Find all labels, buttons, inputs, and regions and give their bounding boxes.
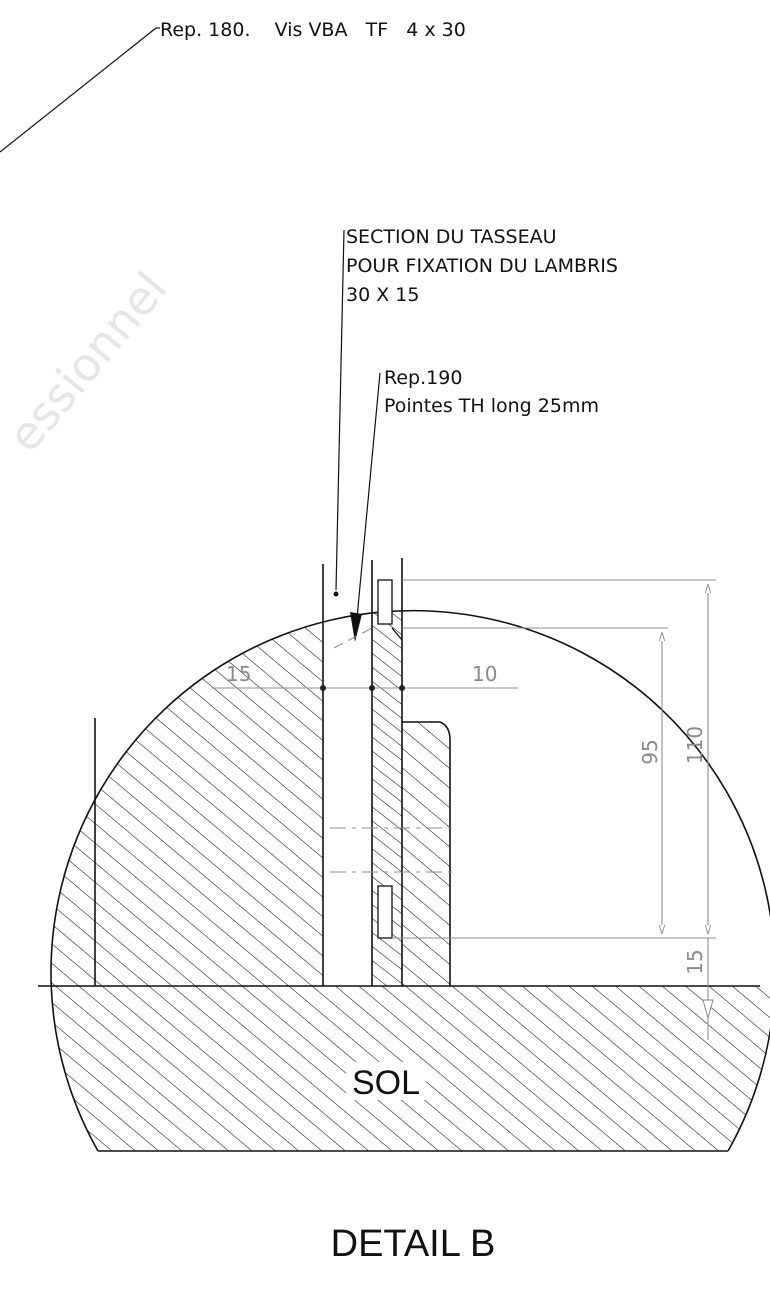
nail-leader-arrowhead (350, 612, 362, 642)
detail-circle-outline (50, 609, 770, 1152)
nail-leader-line (356, 372, 381, 619)
cleat-label-line2: POUR FIXATION DU LAMBRIS (346, 255, 618, 277)
cleat-label-line3: 30 X 15 (346, 284, 419, 306)
dim-height-110: 110 (683, 726, 707, 764)
cleat-leader-line (335, 229, 345, 591)
screw-label: Rep. 180. Vis VBA TF 4 x 30 (160, 19, 466, 41)
dim-height-15: 15 (683, 949, 707, 974)
nail-label-line1: Rep.190 (384, 367, 462, 389)
nail-label-line2: Pointes TH long 25mm (384, 395, 599, 417)
screw-leader-line (0, 27, 157, 153)
nail-slot-bottom (377, 885, 393, 939)
cleat-label-line1: SECTION DU TASSEAU (346, 226, 556, 248)
floor-label: SOL (352, 1064, 420, 1102)
cleat-leader-dot (333, 591, 339, 597)
wall-section (50, 610, 323, 986)
dim-right-width: 10 (472, 662, 497, 686)
detail-title: DETAIL B (331, 1223, 496, 1265)
baseboard-section (402, 722, 450, 986)
dim-height-95: 95 (638, 739, 662, 764)
watermark-text: essionnel (0, 261, 178, 462)
nail-slot-top (377, 579, 393, 625)
dim-left-width: 15 (226, 662, 251, 686)
